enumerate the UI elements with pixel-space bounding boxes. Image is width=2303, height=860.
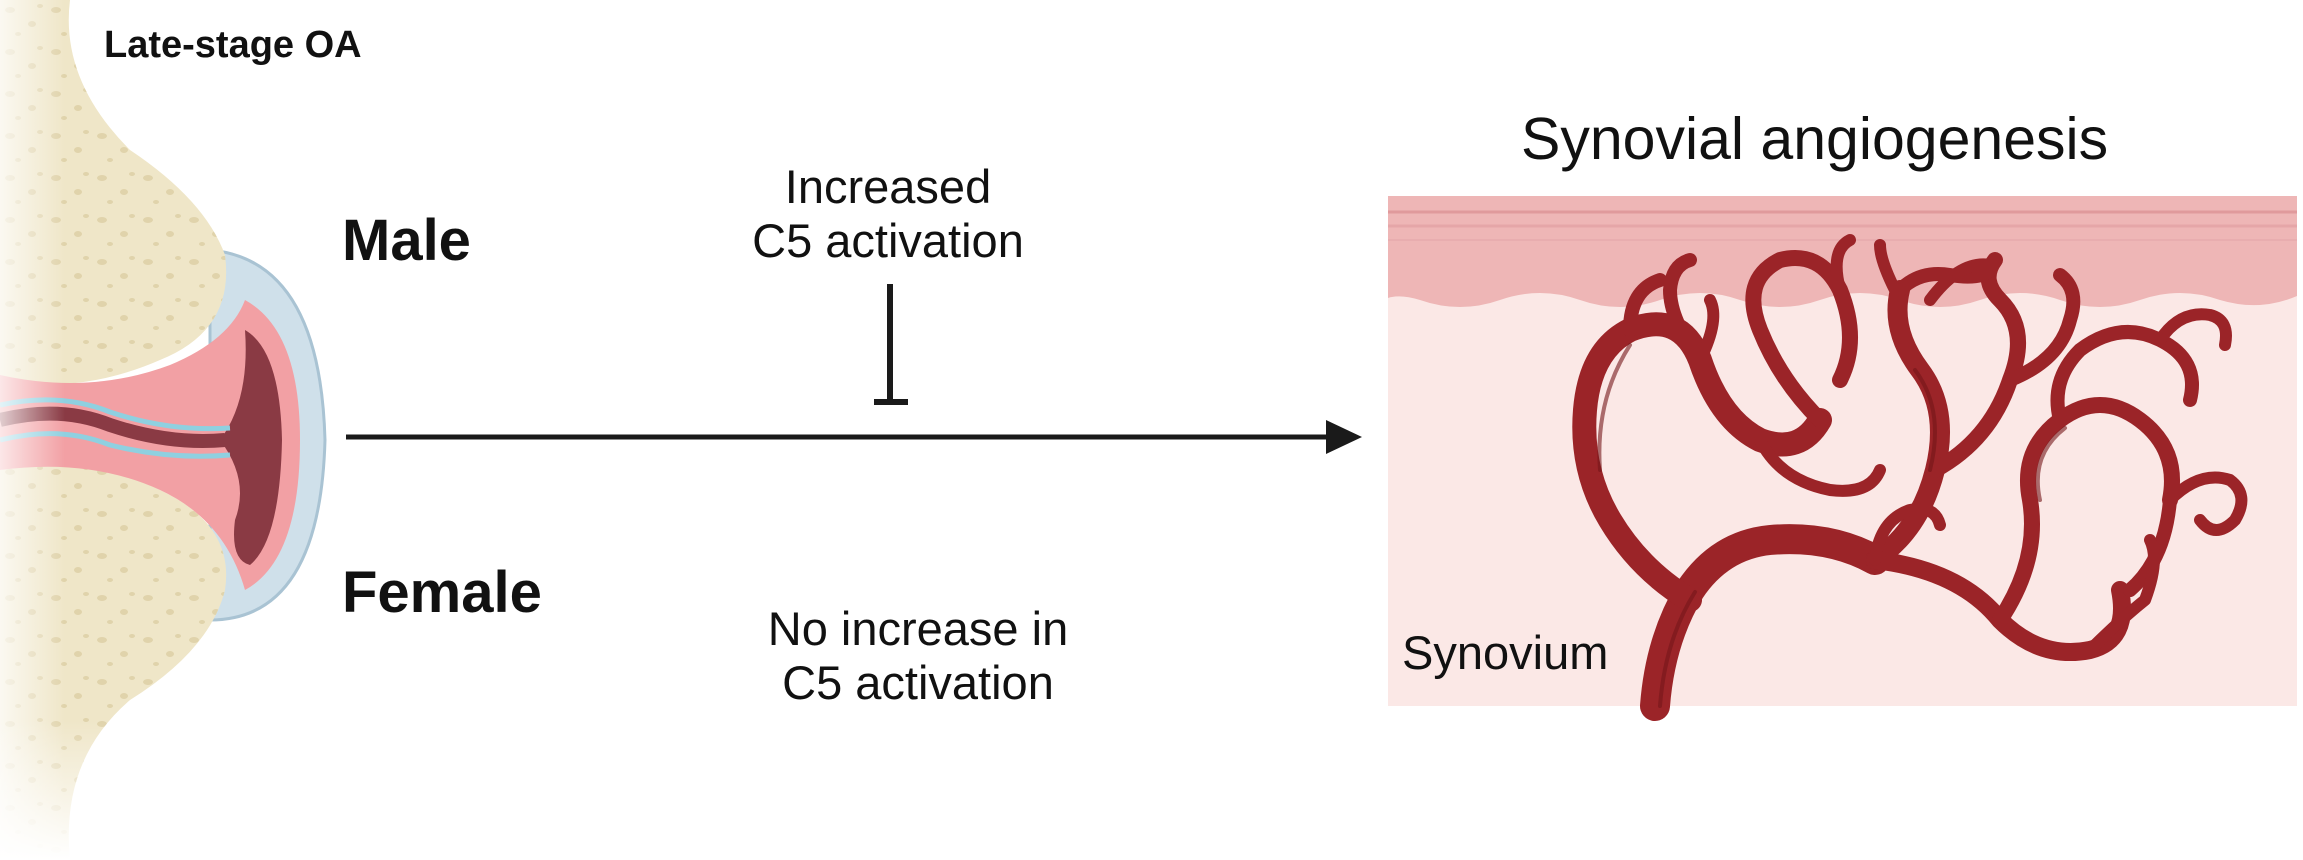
- female-effect-line1: No increase in: [767, 602, 1069, 655]
- knee-joint-illustration: [0, 0, 327, 860]
- male-effect-line2: C5 activation: [752, 214, 1024, 268]
- synovium-panel: [1388, 196, 2297, 721]
- pathway-arrow: [346, 420, 1362, 454]
- synovium-label: Synovium: [1402, 626, 1609, 679]
- inhibition-symbol: [874, 284, 908, 405]
- female-label: Female: [342, 560, 542, 625]
- stage-label: Late-stage OA: [104, 24, 362, 66]
- female-effect-text: No increase in C5 activation: [748, 602, 1088, 710]
- male-effect-text: Increased C5 activation: [738, 160, 1038, 268]
- male-effect-line1: Increased: [784, 160, 992, 213]
- outcome-title: Synovial angiogenesis: [1521, 106, 2109, 172]
- blood-vessel-network: [1572, 234, 2248, 721]
- blood-vessel-shading: [1597, 343, 2067, 708]
- male-label: Male: [342, 208, 471, 273]
- female-effect-line2: C5 activation: [782, 656, 1054, 710]
